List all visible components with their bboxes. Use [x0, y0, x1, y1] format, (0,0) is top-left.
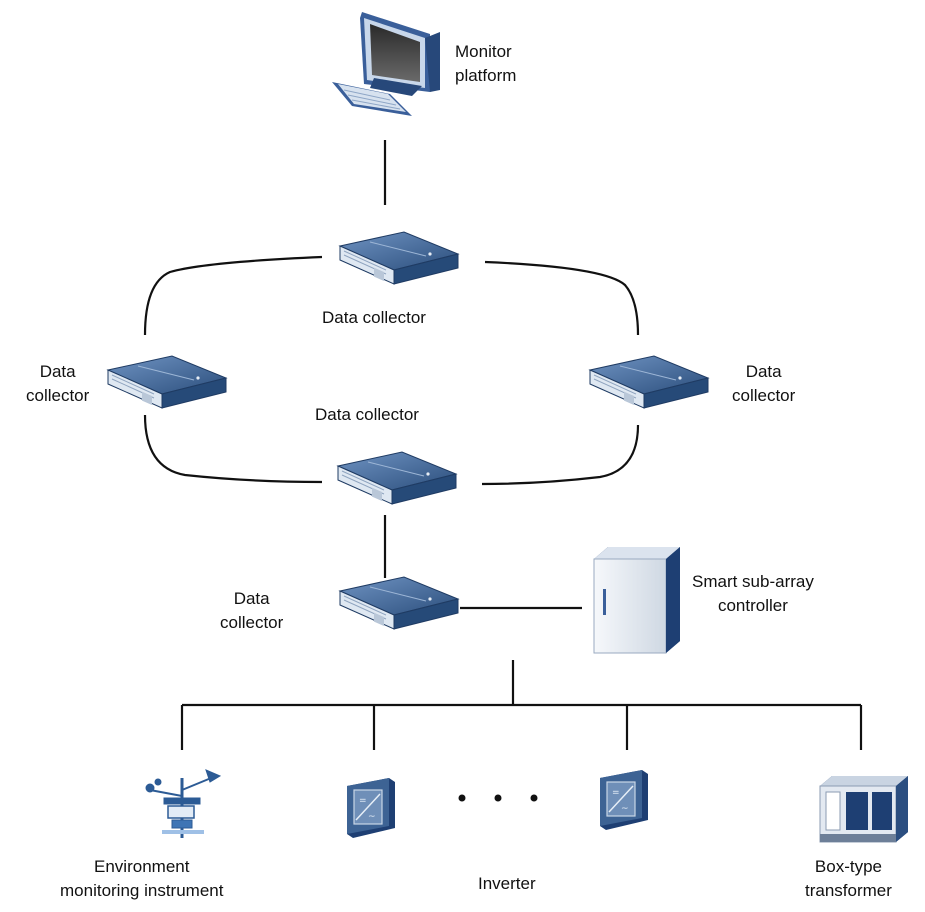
data-collector-icon-left	[107, 355, 227, 409]
data-collector-label-left: Data collector	[26, 362, 90, 405]
transformer-label: Box-type transformer	[805, 857, 892, 900]
ring-left-mid	[143, 414, 323, 484]
cabinet-icon	[593, 547, 680, 654]
data-collector-label-mid: Data collector	[315, 405, 419, 424]
data-collector-label-bottom: Data collector	[220, 589, 284, 632]
data-collector-label-right: Data collector	[732, 362, 796, 405]
ellipsis-dots	[458, 794, 538, 802]
data-collector-icon-mid	[337, 451, 457, 505]
data-collector-icon-bottom	[339, 576, 459, 630]
ring-right-mid	[481, 424, 640, 486]
ring-top-left	[143, 255, 323, 336]
data-collector-icon-right	[589, 355, 709, 409]
environment-label: Environment monitoring instrument	[60, 857, 224, 900]
monitor-platform-label: Monitor platform	[455, 42, 517, 85]
transformer-icon	[819, 776, 908, 843]
inverter-icon-1	[346, 777, 396, 839]
connection-lines	[143, 140, 863, 750]
smart-controller-label: Smart sub-array controller	[692, 572, 814, 615]
inverter-icon-2	[599, 769, 649, 831]
inverter-label: Inverter	[478, 874, 536, 893]
weather-station-icon	[145, 769, 222, 838]
monitor-icon	[332, 12, 440, 116]
data-collector-label-top: Data collector	[322, 308, 426, 327]
ring-top-right	[484, 260, 640, 336]
data-collector-icon-top	[339, 231, 459, 285]
